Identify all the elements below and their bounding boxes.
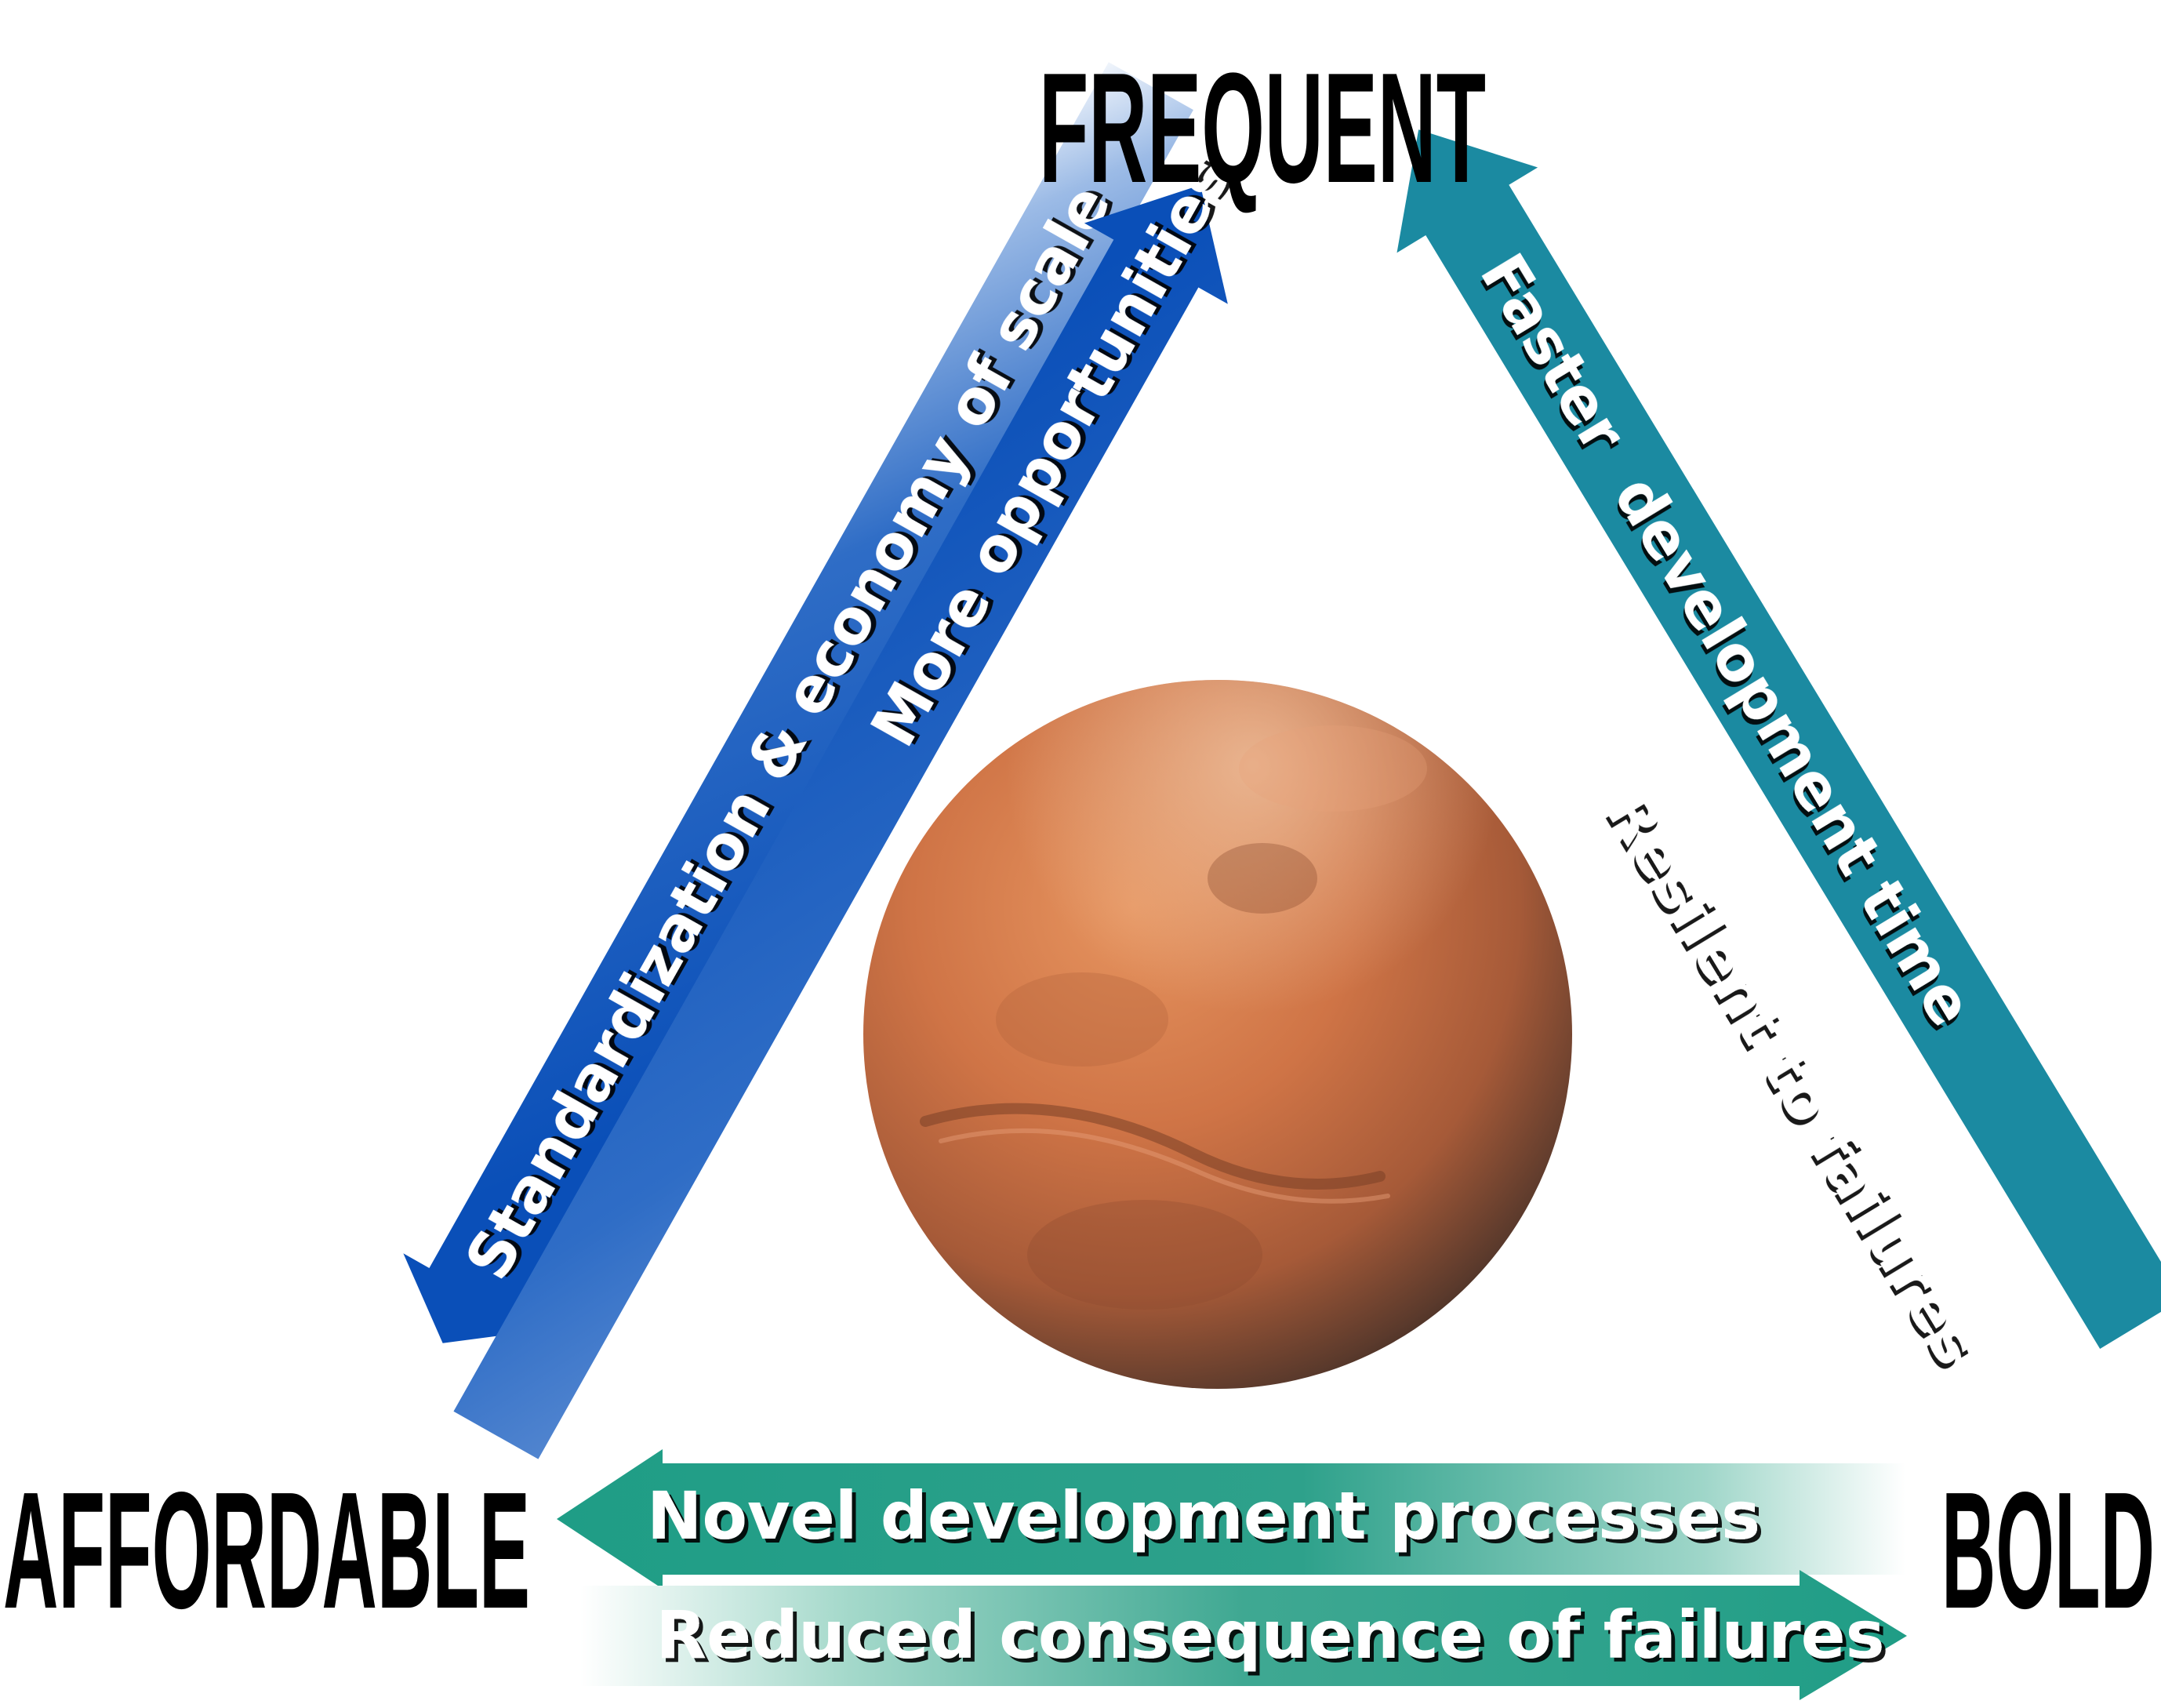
label-bold: BOLD [1941, 1457, 2155, 1643]
mars-planet [863, 680, 1572, 1389]
right-inner-arrow-label: Resilent to failures [1592, 779, 1992, 1377]
label-frequent: FREQUENT [1039, 41, 1486, 216]
bottom-bottom-arrow: Reduced consequence of failures [580, 1570, 1907, 1700]
bottom-bottom-arrow-label: Reduced consequence of failures [656, 1597, 1884, 1673]
bottom-top-arrow: Novel development processes [557, 1449, 1905, 1589]
label-affordable: AFFORDABLE [3, 1457, 530, 1643]
bottom-top-arrow-label: Novel development processes [647, 1477, 1760, 1554]
